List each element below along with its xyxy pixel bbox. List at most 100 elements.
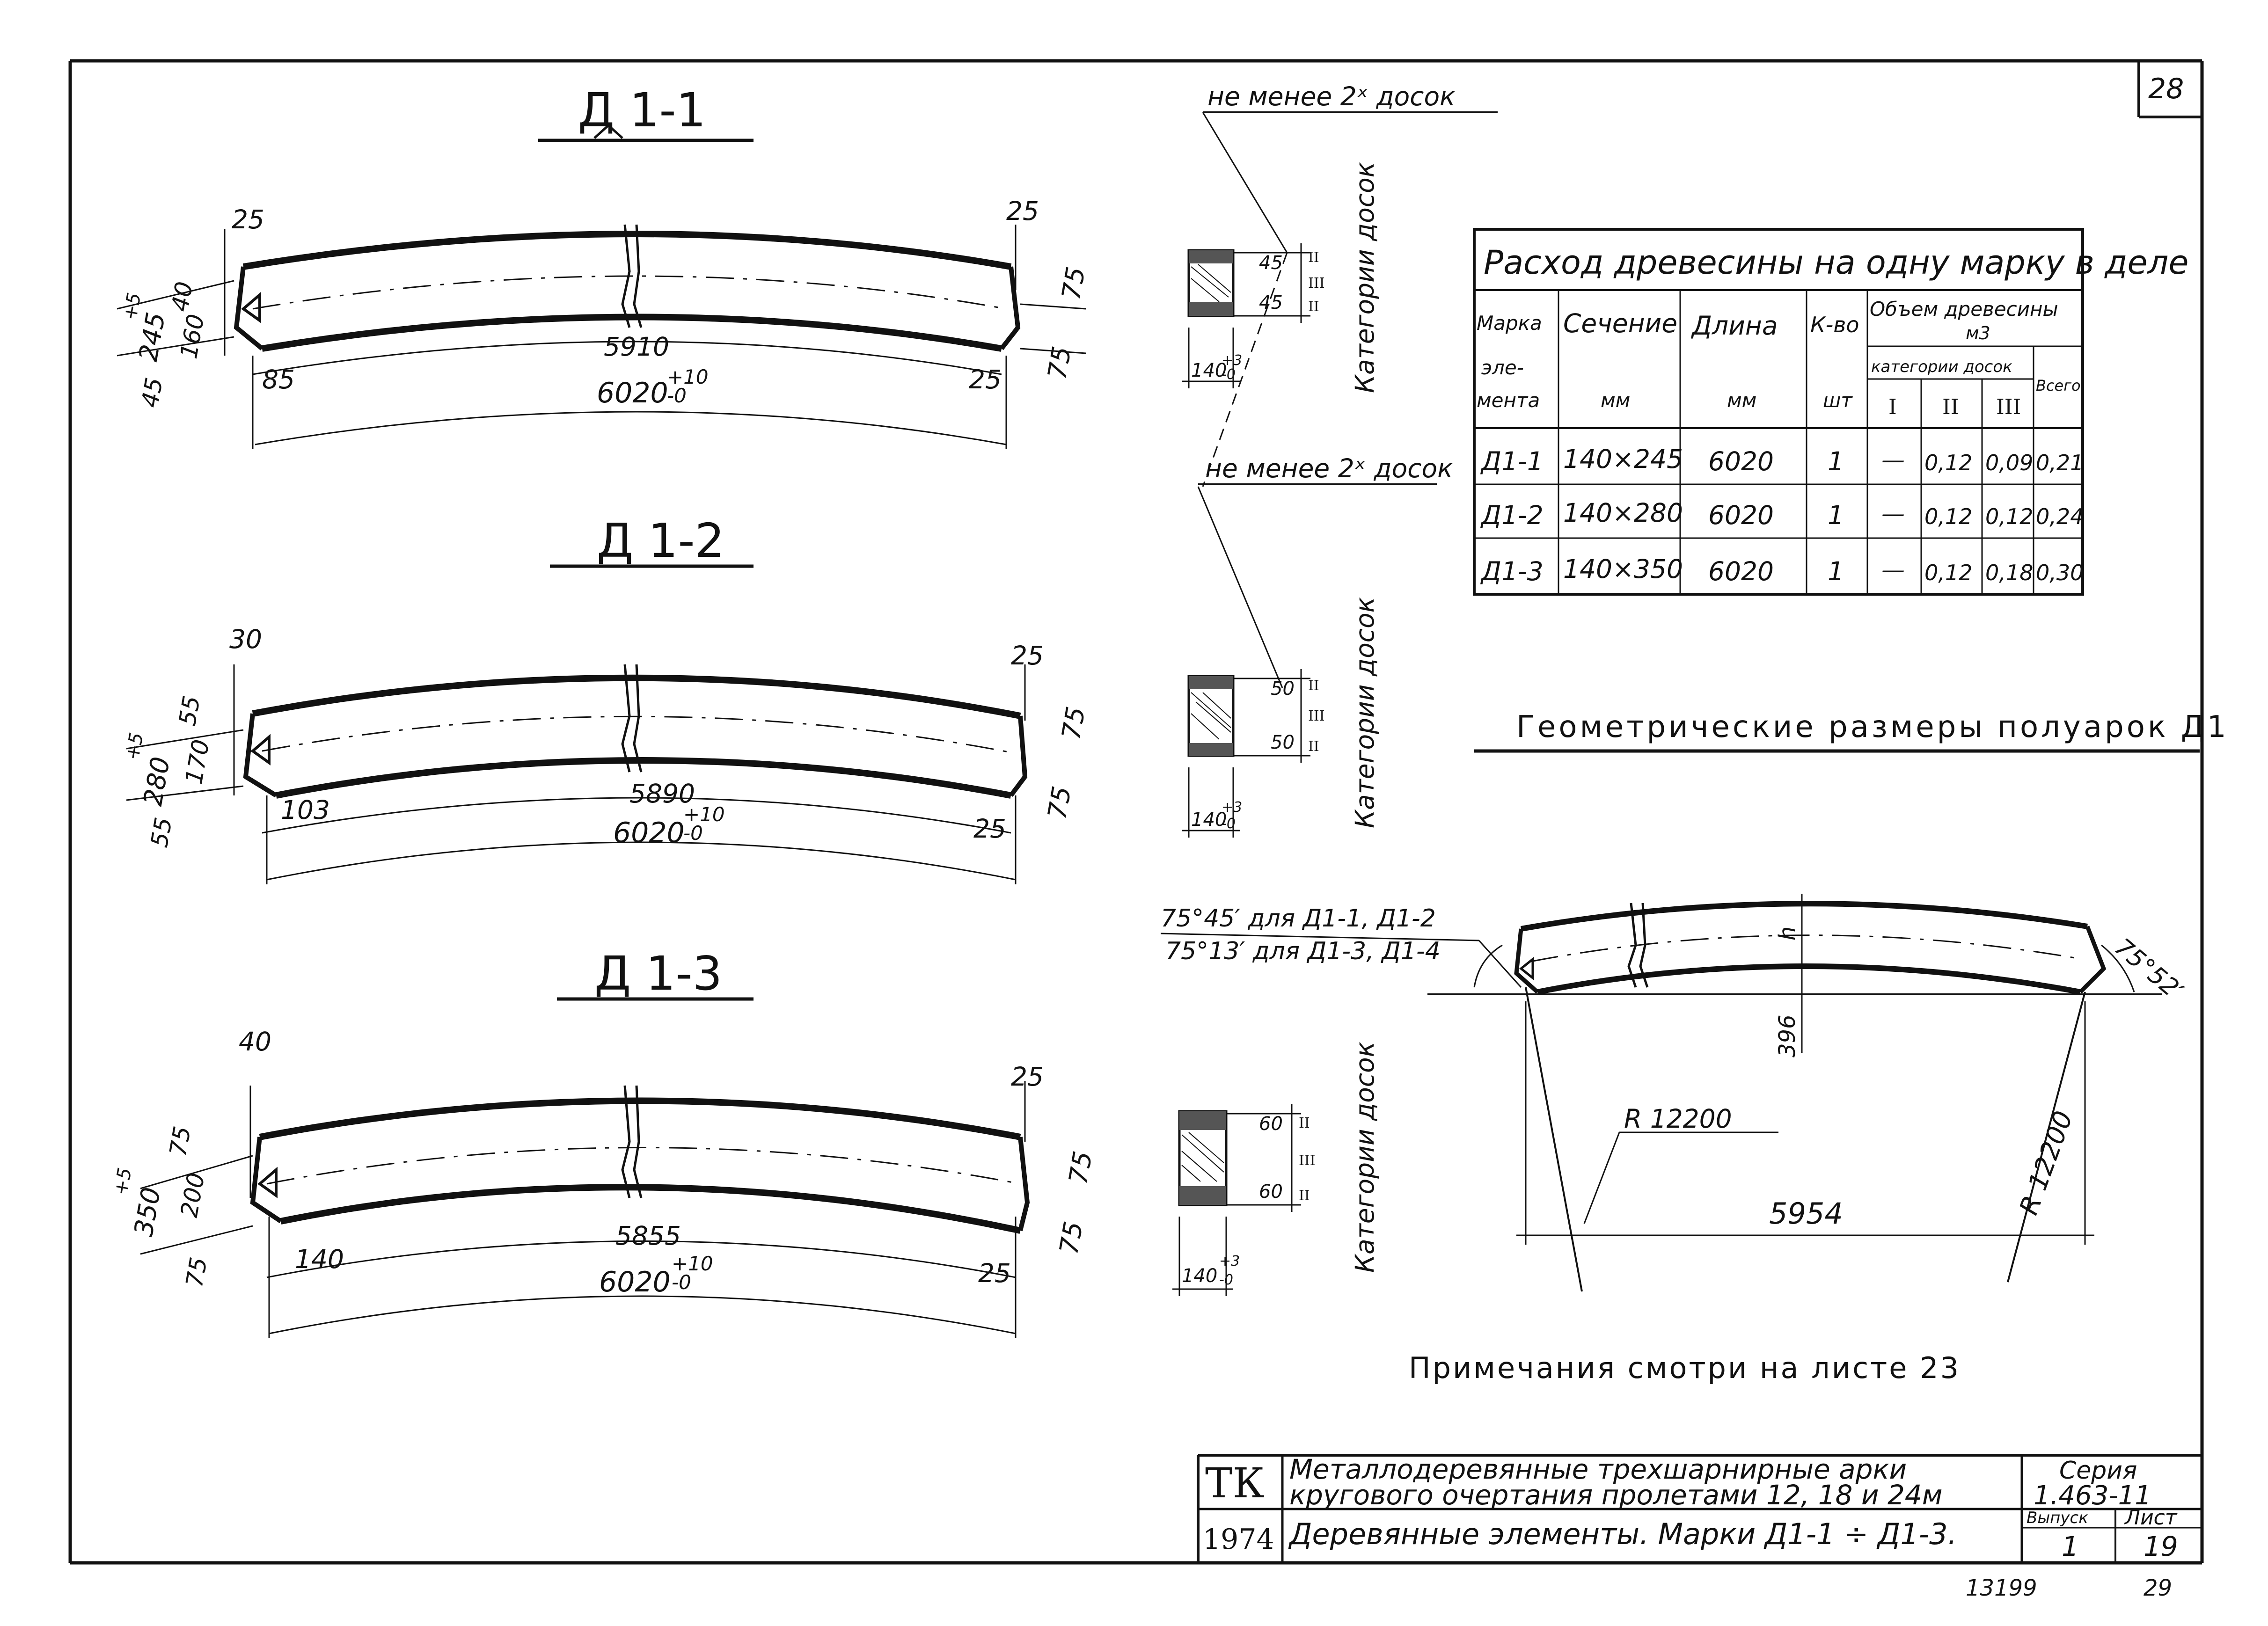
table-head-volume: Объем древесины [1870,298,2058,321]
d12-tol-plus: +5 [122,731,148,762]
cross-section-2: не менее 2ˣ досок 50 50 II III II 140 +3… [1182,453,1453,838]
d12-dim-right-top: 75 [1056,704,1091,742]
stamp-subtitle: Деревянные элементы. Марки Д1-1 ÷ Д1-3. [1288,1517,1957,1551]
cs2-cat-top: II [1308,678,1319,694]
row1-cat1: — [1881,446,1905,474]
d11-dim-left-top: 40 [166,279,198,314]
row1-section: 140×245 [1563,444,1683,474]
half-arch-geometry: Геометрические размеры полуарок Д1 75°45… [1160,710,2229,1292]
cs3-width: 140 [1182,1265,1217,1287]
cs1-dim-top: 45 [1259,252,1283,274]
row2-cat3: 0,12 [1985,504,2033,529]
cs3-width-tol-minus: -0 [1219,1272,1233,1288]
d13-dim-bottom-right: 25 [978,1258,1011,1288]
cs2-dim-bot: 50 [1271,732,1295,753]
row3-cat2: 0,12 [1924,560,1972,585]
d12-dim-bottom-right: 25 [973,814,1006,844]
d12-dim-total-height: 280 [138,755,176,809]
stamp-org: ТК [1205,1459,1265,1507]
d12-dim-bottom-left: 103 [281,795,330,825]
table-row: Д1-2 140×280 6020 1 — 0,12 0,12 0,24 [1480,498,2084,530]
d13-dim-length: 6020 [599,1266,671,1298]
stamp-issue-value: 1 [2062,1531,2079,1562]
cs3-category-label: Категории досок [1350,1042,1380,1273]
table-head-section-unit: мм [1601,389,1630,412]
cs2-width-tol-plus: +3 [1222,799,1242,816]
cs2-width-tol-minus: -0 [1222,816,1236,832]
cs3-cat-top: II [1299,1115,1310,1131]
geometry-title: Геометрические размеры полуарок Д1 [1516,710,2229,744]
row1-mark: Д1-1 [1480,446,1544,476]
row1-cat2: 0,12 [1924,450,1972,475]
row1-total: 0,21 [2036,450,2084,475]
d11-dim-inner-arc: 5910 [604,332,669,362]
table-head-total: Всего [2036,377,2081,394]
corner-number: 29 [2144,1575,2172,1601]
d13-dim-right-top: 75 [1063,1149,1098,1186]
d13-dim-top-left: 40 [239,1027,271,1057]
cs3-dim-top: 60 [1259,1113,1283,1135]
cs2-cat-mid: III [1308,708,1325,724]
cs1-cat-top: II [1308,249,1319,266]
row3-length: 6020 [1708,556,1774,586]
d13-dim-left-top: 75 [164,1124,196,1159]
sheet-number: 28 [2148,73,2184,105]
d11-dim-top-right: 25 [1006,196,1039,226]
stamp-title-line1: Металлодеревянные трехшарнирные арки [1289,1453,1907,1485]
geometry-radius-right: R 12200 [2013,1107,2078,1219]
cs3-dim-bot: 60 [1259,1181,1283,1203]
d12-dim-length: 6020 [613,817,685,849]
d13-dim-top-right: 25 [1011,1062,1044,1092]
cross-section-1: не менее 2ˣ досок 45 45 II III II 140 +3… [1182,81,1498,487]
d11-inner-arc [261,314,1002,352]
row1-length: 6020 [1708,446,1774,476]
table-head-mark-1: Марка [1477,312,1542,335]
table-head-length: Длина [1690,311,1778,341]
row2-mark: Д1-2 [1480,500,1544,530]
d11-dim-bottom-left: 85 [262,365,295,394]
row3-cat3: 0,18 [1985,560,2033,585]
section-d11-title: Д 1-1 [578,83,706,138]
title-block: ТК 1974 Металлодеревянные трехшарнирные … [1197,1453,2202,1563]
d11-outer-arc [242,231,1012,270]
stamp-series-label: Серия [2059,1457,2137,1485]
cs2-cat-bot: II [1308,738,1319,755]
section-d12-title: Д 1-2 [597,513,724,568]
d11-dim-bottom-right: 25 [969,365,1002,394]
cs1-note: не менее 2ˣ досок [1207,81,1455,111]
cs3-cat-bot: II [1299,1188,1310,1204]
d12-dim-top-right: 25 [1011,641,1044,671]
table-head-mark-3: мента [1477,389,1540,412]
d13-len-tol-plus: +10 [672,1252,713,1275]
stamp-issue-label: Выпуск [2027,1509,2088,1527]
cs1-width-tol-plus: +3 [1222,352,1242,369]
table-head-length-unit: мм [1727,389,1756,412]
d12-dim-top-left: 30 [229,624,262,654]
geometry-angle-note-1: 75°45′ для Д1-1, Д1-2 [1161,904,1436,933]
row2-cat2: 0,12 [1924,504,1972,529]
cs1-width: 140 [1191,360,1227,381]
row1-cat3: 0,09 [1985,450,2033,475]
cs1-width-tol-minus: -0 [1222,366,1236,383]
row1-qty: 1 [1828,446,1844,476]
geometry-rise: 396 [1774,1014,1800,1057]
cs1-category-label: Категории досок [1350,162,1380,393]
table-head-volume-unit: м3 [1966,323,1990,343]
table-row: Д1-1 140×245 6020 1 — 0,12 0,09 0,21 [1480,444,2084,476]
stamp-title-line2: кругового очертания пролетами 12, 18 и 2… [1289,1479,1943,1511]
d11-tol-plus: +5 [119,291,146,322]
d12-dim-inner-arc: 5890 [629,779,695,809]
d12-dim-left-top: 55 [174,694,205,728]
row3-qty: 1 [1828,556,1844,586]
table-head-cat-3: III [1996,394,2021,419]
table-head-cat-2: II [1942,394,1959,419]
row3-cat1: — [1881,556,1905,583]
table-title: Расход древесины на одну марку в деле [1484,243,2188,282]
d12-dim-left-bot: 55 [146,816,177,850]
d11-dim-left-bot: 45 [136,376,168,410]
geometry-h-label: h [1774,926,1800,941]
cs1-dim-bot: 45 [1259,292,1283,314]
table-head-cat-1: I [1888,394,1897,419]
d11-dim-left-mid: 160 [175,312,210,361]
row2-total: 0,24 [2036,504,2084,529]
